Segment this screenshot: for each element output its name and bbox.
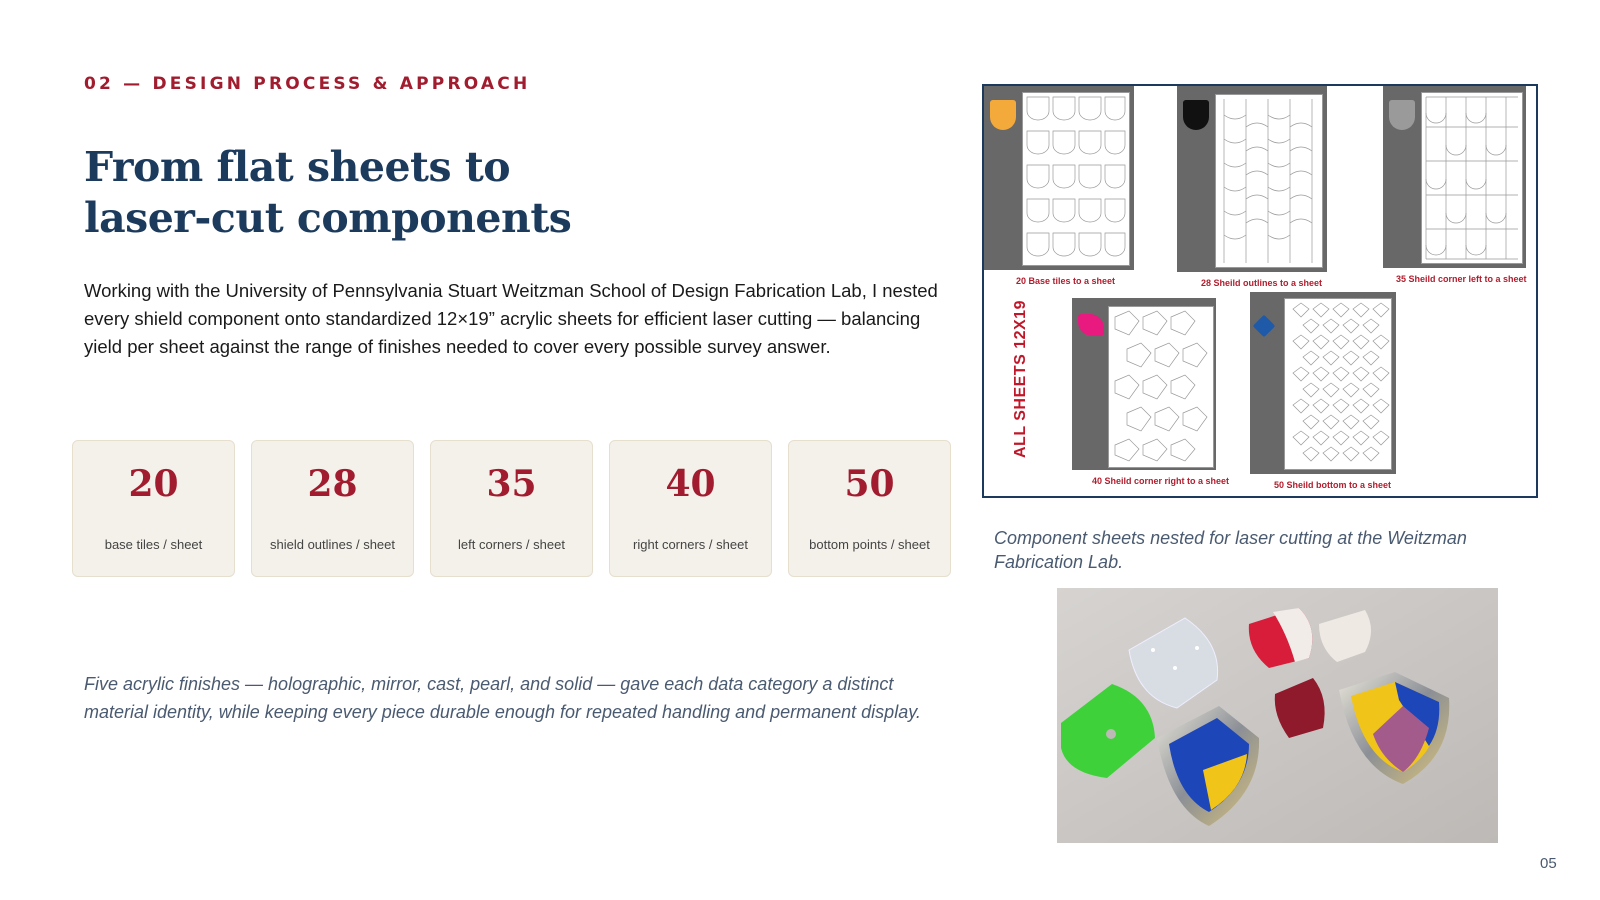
stat-label: shield outlines / sheet bbox=[269, 536, 396, 552]
bottom-point-pattern-icon bbox=[1292, 302, 1390, 462]
stat-label: left corners / sheet bbox=[458, 536, 565, 552]
sheet-base-tiles-layout bbox=[1022, 92, 1130, 266]
stat-value: 50 bbox=[844, 463, 895, 505]
stats-row: 20 base tiles / sheet 28 shield outlines… bbox=[72, 440, 951, 577]
sheet-caption-corner-left: 35 Sheild corner left to a sheet bbox=[1396, 274, 1527, 284]
acrylic-shields-photo bbox=[1057, 588, 1498, 843]
bottom-point-chip-icon bbox=[1252, 314, 1276, 338]
stat-value: 35 bbox=[486, 463, 537, 505]
corner-left-pattern-icon bbox=[1425, 96, 1518, 260]
sheets-figure: 20 Base tiles to a sheet 28 Sheild outli… bbox=[982, 84, 1538, 498]
sheet-bottom-points bbox=[1250, 292, 1396, 474]
sheet-bottom-points-layout bbox=[1284, 298, 1392, 470]
materials-footnote: Five acrylic finishes — holographic, mir… bbox=[84, 674, 921, 722]
stat-value: 40 bbox=[665, 463, 716, 505]
sheet-base-tiles bbox=[984, 86, 1134, 270]
page-title-line-2: laser-cut components bbox=[84, 194, 572, 242]
all-sheets-label: ALL SHEETS 12X19 bbox=[1012, 300, 1029, 458]
outline-pattern-icon bbox=[1223, 99, 1313, 263]
corner-left-chip-icon bbox=[1389, 100, 1415, 130]
corner-right-chip-icon bbox=[1078, 314, 1104, 336]
sheet-caption-shield-outlines: 28 Sheild outlines to a sheet bbox=[1201, 278, 1323, 288]
sheet-caption-base-tiles: 20 Base tiles to a sheet bbox=[1016, 276, 1116, 286]
base-tile-chip-icon bbox=[990, 100, 1016, 130]
shield-outline-chip-icon bbox=[1183, 100, 1209, 130]
sheet-corner-right-layout bbox=[1108, 306, 1214, 468]
shields-photo-illustration-icon bbox=[1057, 588, 1498, 843]
sheet-shield-outlines bbox=[1177, 86, 1327, 272]
stat-value: 20 bbox=[128, 463, 179, 505]
sheet-corner-right bbox=[1072, 298, 1216, 470]
stat-label: right corners / sheet bbox=[633, 536, 748, 552]
page-number: 05 bbox=[1540, 855, 1557, 872]
stat-value: 28 bbox=[307, 463, 358, 505]
stat-card: 20 base tiles / sheet bbox=[72, 440, 235, 577]
corner-right-pattern-icon bbox=[1114, 310, 1208, 462]
intro-paragraph: Working with the University of Pennsylva… bbox=[84, 280, 938, 357]
page-title-line-1: From flat sheets to bbox=[84, 143, 511, 191]
figure-caption: Component sheets nested for laser cuttin… bbox=[994, 528, 1467, 572]
stat-card: 50 bottom points / sheet bbox=[788, 440, 951, 577]
stat-card: 28 shield outlines / sheet bbox=[251, 440, 414, 577]
tile-pattern-icon bbox=[1026, 96, 1126, 257]
stat-label: bottom points / sheet bbox=[809, 536, 930, 552]
stat-card: 40 right corners / sheet bbox=[609, 440, 772, 577]
stat-label: base tiles / sheet bbox=[104, 536, 203, 552]
section-eyebrow: 02 — DESIGN PROCESS & APPROACH bbox=[84, 74, 531, 94]
sheet-caption-corner-right: 40 Sheild corner right to a sheet bbox=[1092, 476, 1230, 486]
page-title: From flat sheets to laser-cut components bbox=[84, 142, 572, 244]
sheet-corner-left bbox=[1383, 86, 1526, 268]
sheet-corner-left-layout bbox=[1421, 92, 1523, 264]
stat-card: 35 left corners / sheet bbox=[430, 440, 593, 577]
sheet-shield-outlines-layout bbox=[1215, 94, 1323, 268]
sheet-caption-bottom-points: 50 Sheild bottom to a sheet bbox=[1274, 480, 1392, 490]
